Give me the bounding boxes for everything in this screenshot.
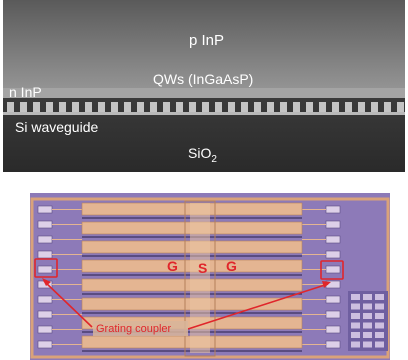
n-inp-layer bbox=[3, 88, 405, 98]
right-bond-pad bbox=[325, 265, 341, 274]
grating-tooth bbox=[228, 102, 235, 112]
grating-arrowhead-right bbox=[322, 281, 331, 288]
grating-arrow-right bbox=[187, 283, 329, 330]
sio2-subscript: 2 bbox=[211, 154, 217, 165]
sio2-label: SiO2 bbox=[188, 145, 217, 165]
grating-tooth bbox=[345, 102, 352, 112]
grating-coupler-label: Grating coupler bbox=[96, 323, 172, 335]
label-s: S bbox=[198, 260, 207, 276]
grating-tooth bbox=[202, 102, 209, 112]
p-inp-layer bbox=[3, 0, 405, 92]
contact-cell bbox=[363, 332, 372, 338]
grating-tooth bbox=[98, 102, 105, 112]
signal-column bbox=[190, 203, 210, 353]
grating-tooth bbox=[241, 102, 248, 112]
label-g-right: G bbox=[226, 258, 237, 274]
left-bond-pad bbox=[37, 265, 53, 274]
contact-cell bbox=[351, 313, 360, 319]
chip-frame bbox=[30, 197, 390, 359]
grating-tooth bbox=[306, 102, 313, 112]
right-bond-pad bbox=[325, 220, 341, 229]
left-bond-pad bbox=[37, 310, 53, 319]
left-bond-pad bbox=[37, 325, 53, 334]
grating-tooth bbox=[72, 102, 79, 112]
right-bond-pad bbox=[325, 295, 341, 304]
grating-tooth bbox=[332, 102, 339, 112]
contact-cell bbox=[375, 341, 384, 348]
grating-tooth bbox=[20, 102, 27, 112]
grating-tooth bbox=[150, 102, 157, 112]
contact-cell bbox=[363, 313, 372, 319]
contact-cell bbox=[351, 341, 360, 348]
n-inp-label: n InP bbox=[9, 84, 42, 100]
right-bond-pad bbox=[325, 235, 341, 244]
contact-cell bbox=[351, 332, 360, 338]
left-bond-pad bbox=[37, 340, 53, 349]
grating-tooth bbox=[85, 102, 92, 112]
contact-cell bbox=[363, 322, 372, 329]
grating-tooth bbox=[293, 102, 300, 112]
right-bond-pad bbox=[325, 340, 341, 349]
right-bond-pad bbox=[325, 250, 341, 259]
chip-micrograph: G S G Grating coupler bbox=[30, 193, 390, 360]
grating-tooth bbox=[137, 102, 144, 112]
grating-tooth bbox=[215, 102, 222, 112]
left-bond-pad bbox=[37, 295, 53, 304]
contact-cell bbox=[351, 303, 360, 310]
contact-cell bbox=[375, 322, 384, 329]
contact-cell bbox=[375, 332, 384, 338]
signal-column-frame bbox=[184, 200, 216, 357]
contact-cell bbox=[375, 303, 384, 310]
waveguide-grating bbox=[7, 102, 404, 112]
label-g-left: G bbox=[167, 258, 178, 274]
grating-tooth bbox=[384, 102, 391, 112]
grating-tooth bbox=[280, 102, 287, 112]
right-pad-column bbox=[302, 205, 341, 349]
right-contact-grid bbox=[348, 291, 388, 351]
grating-tooth bbox=[358, 102, 365, 112]
grating-tooth bbox=[319, 102, 326, 112]
grating-coupler-box-right bbox=[320, 260, 344, 280]
grating-tooth bbox=[124, 102, 131, 112]
grating-tooth bbox=[33, 102, 40, 112]
contact-cell bbox=[351, 294, 360, 300]
left-bond-pad bbox=[37, 205, 53, 214]
left-bond-pad bbox=[37, 220, 53, 229]
grating-tooth bbox=[371, 102, 378, 112]
grating-tooth bbox=[267, 102, 274, 112]
grating-tooth bbox=[176, 102, 183, 112]
right-bond-pad bbox=[325, 325, 341, 334]
grating-tooth bbox=[46, 102, 53, 112]
left-bond-pad bbox=[37, 250, 53, 259]
contact-cell bbox=[363, 341, 372, 348]
qws-label: QWs (InGaAsP) bbox=[153, 71, 253, 87]
grating-tooth bbox=[189, 102, 196, 112]
grating-tooth bbox=[254, 102, 261, 112]
grating-coupler-box-left bbox=[34, 258, 58, 278]
grating-tooth bbox=[163, 102, 170, 112]
grating-tooth bbox=[111, 102, 118, 112]
grating-tooth bbox=[59, 102, 66, 112]
contact-cell bbox=[375, 313, 384, 319]
left-pad-column bbox=[37, 205, 82, 349]
waveguide-line bbox=[3, 112, 405, 115]
grating-arrow-left bbox=[43, 280, 93, 328]
p-inp-label: p InP bbox=[189, 32, 224, 49]
contact-cell bbox=[351, 322, 360, 329]
si-waveguide-label: Si waveguide bbox=[15, 119, 98, 135]
contact-cell bbox=[375, 294, 384, 300]
contact-cell bbox=[363, 303, 372, 310]
grating-tooth bbox=[397, 102, 404, 112]
grating-tooth bbox=[7, 102, 14, 112]
sio2-base: SiO bbox=[188, 145, 211, 161]
left-bond-pad bbox=[37, 235, 53, 244]
sem-cross-section: p InP QWs (InGaAsP) n InP Si waveguide S… bbox=[3, 0, 405, 172]
right-bond-pad bbox=[325, 310, 341, 319]
right-bond-pad bbox=[325, 205, 341, 214]
grating-coupler-label-bg bbox=[93, 321, 188, 336]
grating-arrowhead-left bbox=[42, 278, 51, 286]
contact-cell bbox=[363, 294, 372, 300]
